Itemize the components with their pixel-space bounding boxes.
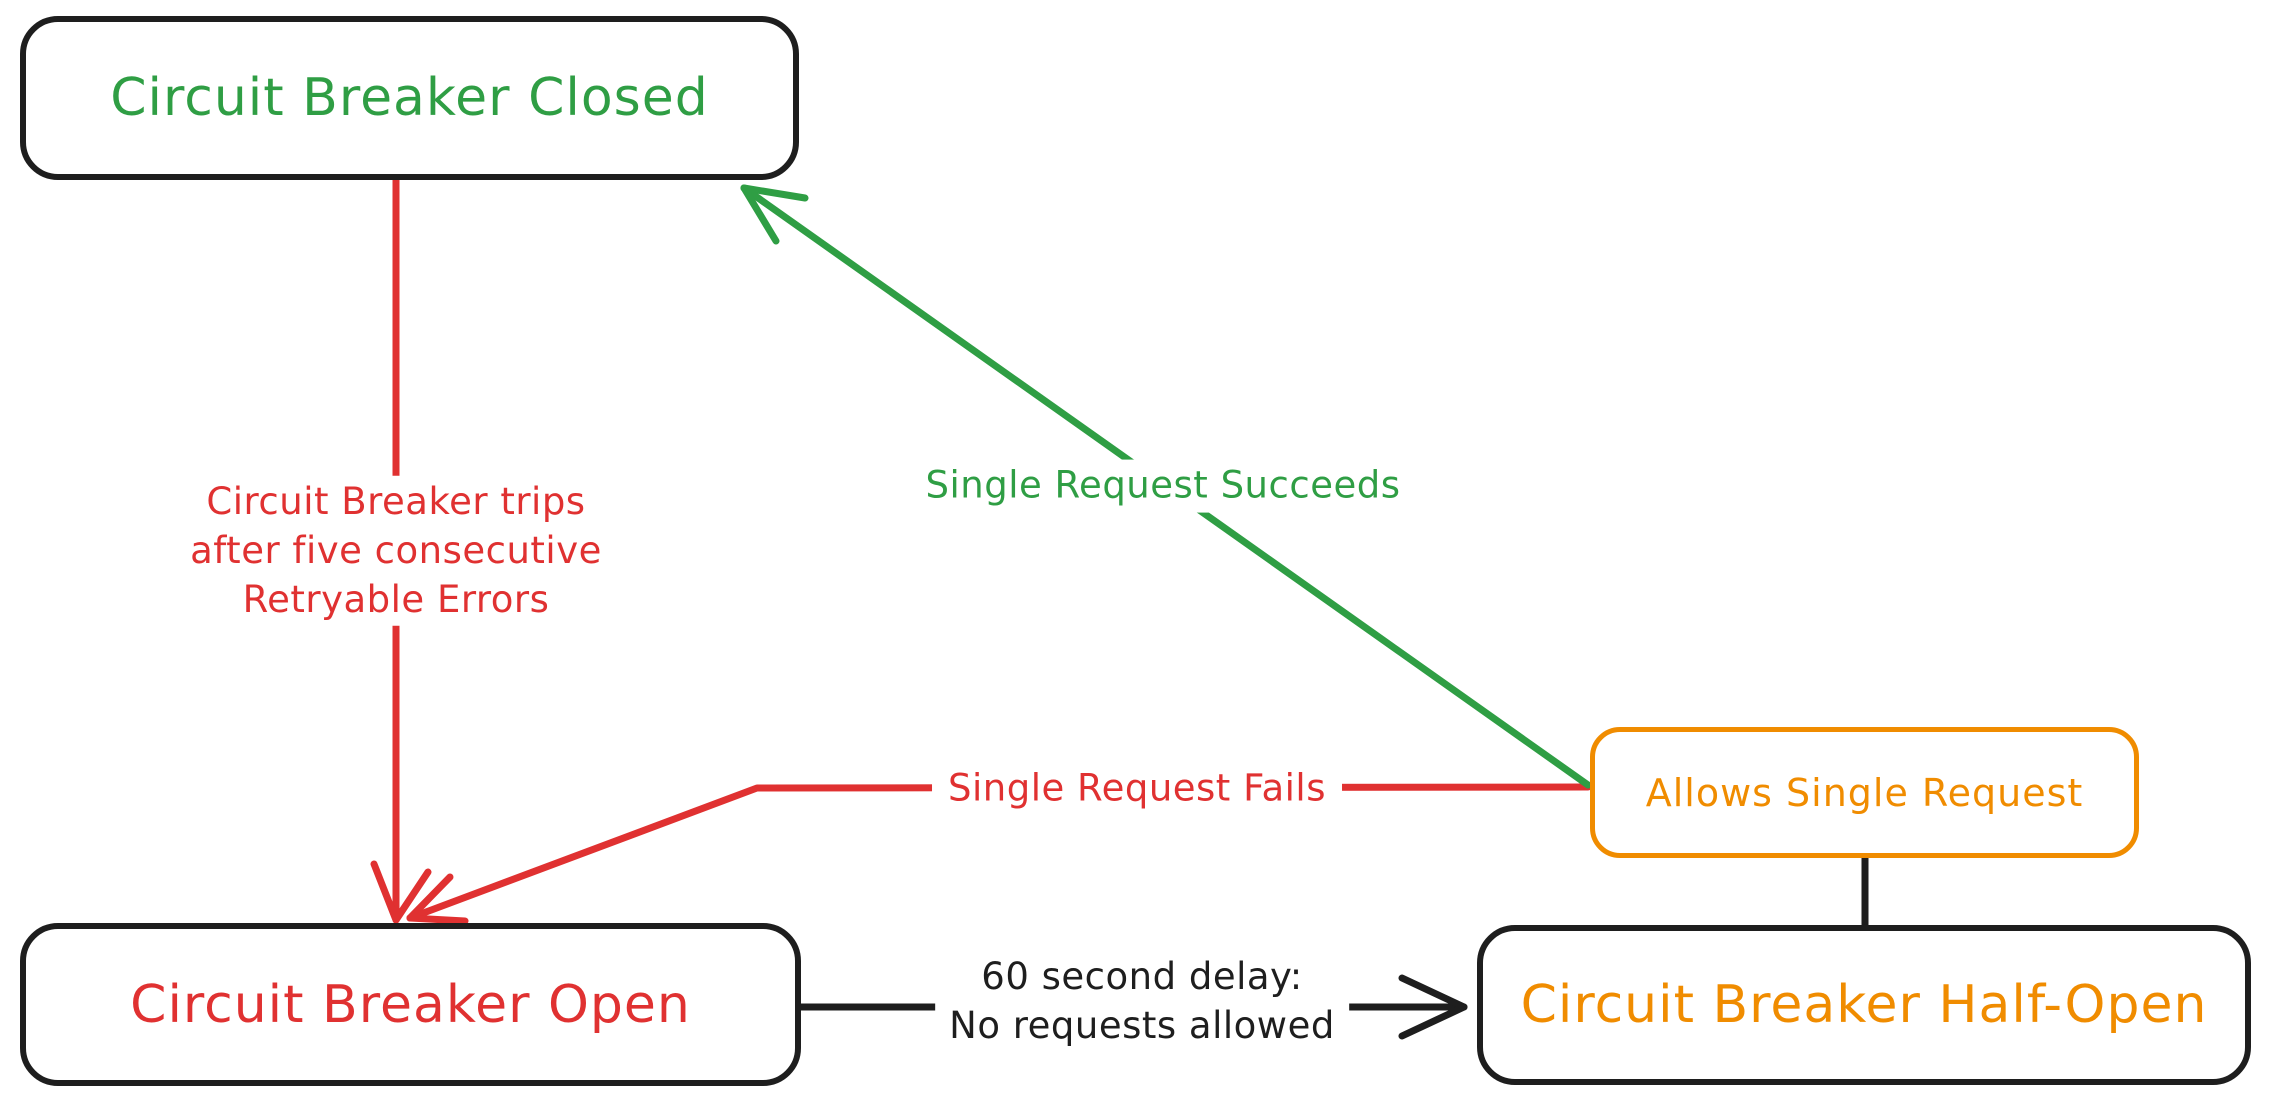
state-node-allows-single-request-label: Allows Single Request (1645, 770, 2084, 815)
state-node-closed-label: Circuit Breaker Closed (110, 68, 709, 128)
edge-label-trips-line2: after five consecutive (190, 528, 602, 572)
edge-label-delay: 60 second delay: No requests allowed (935, 951, 1349, 1053)
state-node-open: Circuit Breaker Open (20, 923, 801, 1086)
edge-label-succeeds-text: Single Request Succeeds (925, 463, 1401, 507)
arrowhead-fails (406, 914, 469, 925)
arrowhead-trips (370, 860, 400, 924)
arrowhead-trips (392, 868, 432, 924)
edge-label-trips-line1: Circuit Breaker trips (206, 479, 586, 523)
arrowhead-delay (1398, 974, 1468, 1011)
arrowhead-delay (1398, 1003, 1468, 1040)
edge-label-trips-line3: Retryable Errors (242, 577, 550, 621)
state-node-half-open: Circuit Breaker Half-Open (1477, 925, 2251, 1085)
state-node-closed: Circuit Breaker Closed (20, 16, 799, 180)
edge-label-trips: Circuit Breaker trips after five consecu… (176, 475, 616, 627)
arrowhead-fails (406, 873, 454, 922)
state-node-allows-single-request: Allows Single Request (1590, 727, 2139, 858)
edge-label-fails-text: Single Request Fails (948, 766, 1326, 810)
arrowhead-succeeds (740, 184, 809, 202)
state-node-open-label: Circuit Breaker Open (130, 974, 691, 1035)
edge-label-delay-line1: 60 second delay: (981, 955, 1303, 999)
edge-label-fails: Single Request Fails (932, 764, 1342, 814)
state-node-half-open-label: Circuit Breaker Half-Open (1520, 975, 2208, 1035)
arrowhead-succeeds (740, 184, 780, 245)
edge-label-succeeds: Single Request Succeeds (911, 459, 1415, 513)
edge-label-delay-line2: No requests allowed (949, 1004, 1335, 1047)
